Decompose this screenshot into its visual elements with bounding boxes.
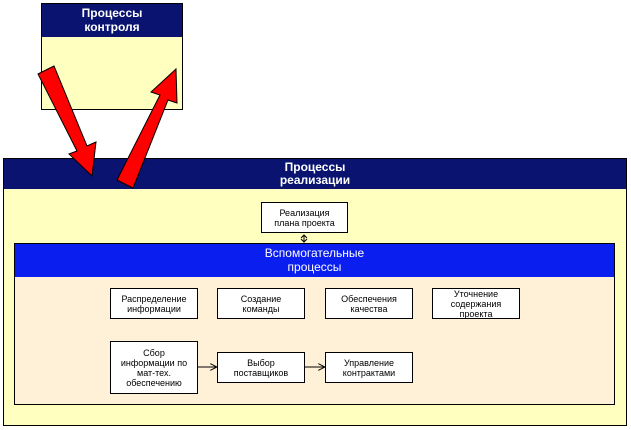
node-scope-refinement: Уточнение содержания проекта (432, 288, 520, 319)
control-processes-box: Процессы контроля (41, 3, 183, 110)
node-logistics-info-collection: Сбор информации по мат-тех. обеспечению (110, 341, 198, 394)
plan-implementation-node: Реализация плана проекта (261, 202, 348, 233)
node-contract-management: Управление контрактами (325, 352, 413, 383)
node-information-distribution: Распределение информации (110, 288, 198, 319)
control-processes-title: Процессы контроля (42, 4, 182, 37)
node-supplier-selection: Выбор поставщиков (217, 352, 305, 383)
support-processes-title: Вспомогательные процессы (15, 244, 614, 277)
implementation-processes-title: Процессы реализации (4, 159, 626, 189)
support-processes-box: Вспомогательные процессы (14, 243, 615, 405)
node-team-building: Создание команды (217, 288, 305, 319)
node-quality-assurance: Обеспечения качества (325, 288, 413, 319)
